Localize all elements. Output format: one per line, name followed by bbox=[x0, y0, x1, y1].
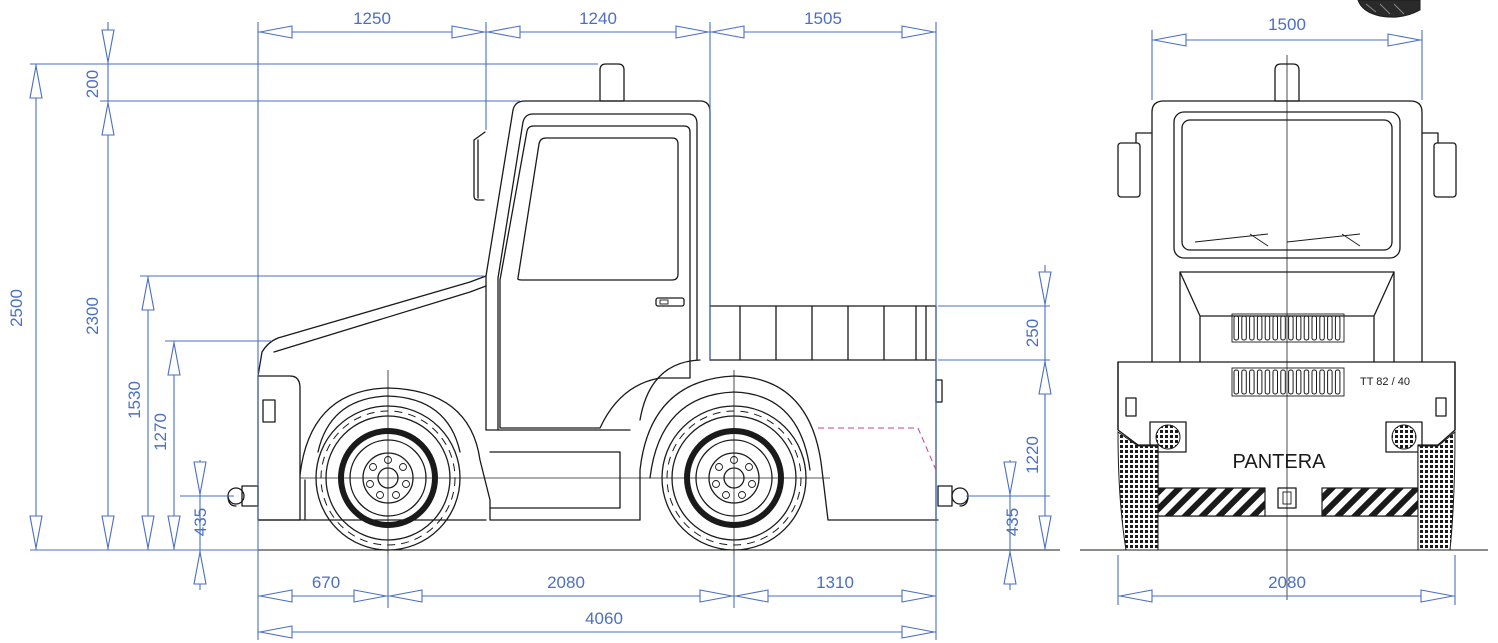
tow-pin bbox=[1277, 487, 1297, 509]
dim-1310: 1310 bbox=[816, 573, 854, 592]
arrowheads bbox=[29, 25, 1454, 639]
grille-slot bbox=[1249, 315, 1255, 341]
grille-slot bbox=[1319, 369, 1325, 395]
grille-lower bbox=[1231, 367, 1345, 397]
grille-slot bbox=[1295, 315, 1302, 341]
grille-upper-slots bbox=[1233, 315, 1341, 341]
cab-door bbox=[499, 125, 691, 429]
grille-slot bbox=[1334, 315, 1341, 341]
dashed-hint-line bbox=[818, 427, 937, 471]
dim-1250: 1250 bbox=[353, 9, 391, 28]
grille-slot bbox=[1264, 315, 1271, 341]
grille-slot bbox=[1256, 369, 1263, 395]
right-marker-light bbox=[1435, 397, 1447, 417]
grille-slot bbox=[1311, 315, 1317, 341]
left-hazard-stripe bbox=[1152, 487, 1266, 517]
dim-2300: 2300 bbox=[83, 297, 102, 335]
grille-slot bbox=[1272, 369, 1278, 395]
dim-670: 670 bbox=[312, 573, 340, 592]
left-mirror bbox=[1117, 132, 1153, 198]
roof-beacon bbox=[599, 63, 625, 102]
roof-beacon-front bbox=[1274, 63, 1300, 102]
side-mirror bbox=[473, 131, 486, 201]
dim-front-width-1500: 1500 bbox=[1268, 15, 1306, 34]
dim-1240: 1240 bbox=[579, 9, 617, 28]
dim-435-left: 435 bbox=[191, 508, 210, 536]
grille-slot bbox=[1288, 369, 1294, 395]
model-label: TT 82 / 40 bbox=[1360, 376, 1410, 388]
grille-slot bbox=[1249, 369, 1255, 395]
grille-slot bbox=[1288, 315, 1294, 341]
brand-label: PANTERA bbox=[1233, 451, 1327, 473]
grille-slot bbox=[1233, 315, 1239, 341]
left-front-tire bbox=[1117, 431, 1159, 551]
left-marker-light bbox=[1125, 397, 1137, 417]
grille-lower-slots bbox=[1233, 369, 1341, 395]
windshield bbox=[1181, 119, 1393, 251]
rear-tow-hook bbox=[937, 485, 969, 507]
grille-slot bbox=[1303, 369, 1310, 395]
dim-1530: 1530 bbox=[125, 381, 144, 419]
grille-slot bbox=[1295, 369, 1302, 395]
hood bbox=[257, 275, 487, 521]
dim-1505: 1505 bbox=[804, 9, 842, 28]
left-headlight bbox=[1149, 421, 1187, 453]
spare-tire-corner bbox=[1357, 0, 1421, 18]
cab-window bbox=[517, 137, 679, 281]
cab-outline bbox=[485, 100, 711, 431]
cab-front-outline bbox=[1151, 100, 1423, 363]
grille-slot bbox=[1233, 369, 1239, 395]
grille-slot bbox=[1311, 369, 1317, 395]
grille-slot bbox=[1264, 369, 1271, 395]
dim-front-width-2080: 2080 bbox=[1268, 573, 1306, 592]
rear-body bbox=[709, 305, 937, 521]
grille-slot bbox=[1303, 315, 1310, 341]
cab-inner-frame bbox=[497, 113, 698, 431]
rear-fender bbox=[639, 375, 939, 521]
right-hazard-stripe bbox=[1321, 487, 1419, 517]
grille-slot bbox=[1280, 315, 1286, 341]
dimension-lines: 1250 1240 1505 1500 670 2080 1310 4060 2… bbox=[7, 9, 1456, 640]
hood-front bbox=[1179, 271, 1395, 363]
front-mudguard bbox=[317, 395, 461, 453]
right-mirror bbox=[1421, 132, 1457, 198]
grille-slot bbox=[1272, 315, 1278, 341]
grille-slot bbox=[1280, 369, 1286, 395]
dim-200: 200 bbox=[83, 70, 102, 98]
dim-2080: 2080 bbox=[547, 573, 585, 592]
front-wheel bbox=[315, 405, 461, 551]
grille-slot bbox=[1241, 315, 1247, 341]
dim-1220: 1220 bbox=[1023, 436, 1042, 474]
right-headlight bbox=[1385, 421, 1423, 453]
grille-slot bbox=[1327, 315, 1333, 341]
grille-slot bbox=[1319, 315, 1325, 341]
extension-lines bbox=[30, 22, 1456, 640]
right-front-tire bbox=[1417, 430, 1456, 551]
door-handle bbox=[655, 297, 685, 307]
grille-slot bbox=[1334, 369, 1341, 395]
front-view: PANTERA TT 82 / 40 bbox=[1080, 55, 1488, 600]
windshield-frame bbox=[1173, 111, 1401, 259]
grille-slot bbox=[1256, 315, 1263, 341]
dim-435-right: 435 bbox=[1003, 508, 1022, 536]
dim-1270: 1270 bbox=[151, 413, 170, 451]
grille-upper bbox=[1231, 313, 1345, 343]
dim-4060: 4060 bbox=[585, 609, 623, 628]
side-view bbox=[30, 63, 1060, 590]
grille-slot bbox=[1327, 369, 1333, 395]
dim-2500: 2500 bbox=[7, 289, 26, 327]
grille-slot bbox=[1241, 369, 1247, 395]
rear-light-side bbox=[935, 379, 943, 403]
dim-250: 250 bbox=[1023, 319, 1042, 347]
chassis bbox=[257, 387, 641, 521]
rear-wheel bbox=[661, 405, 807, 551]
front-light-side bbox=[262, 399, 276, 423]
